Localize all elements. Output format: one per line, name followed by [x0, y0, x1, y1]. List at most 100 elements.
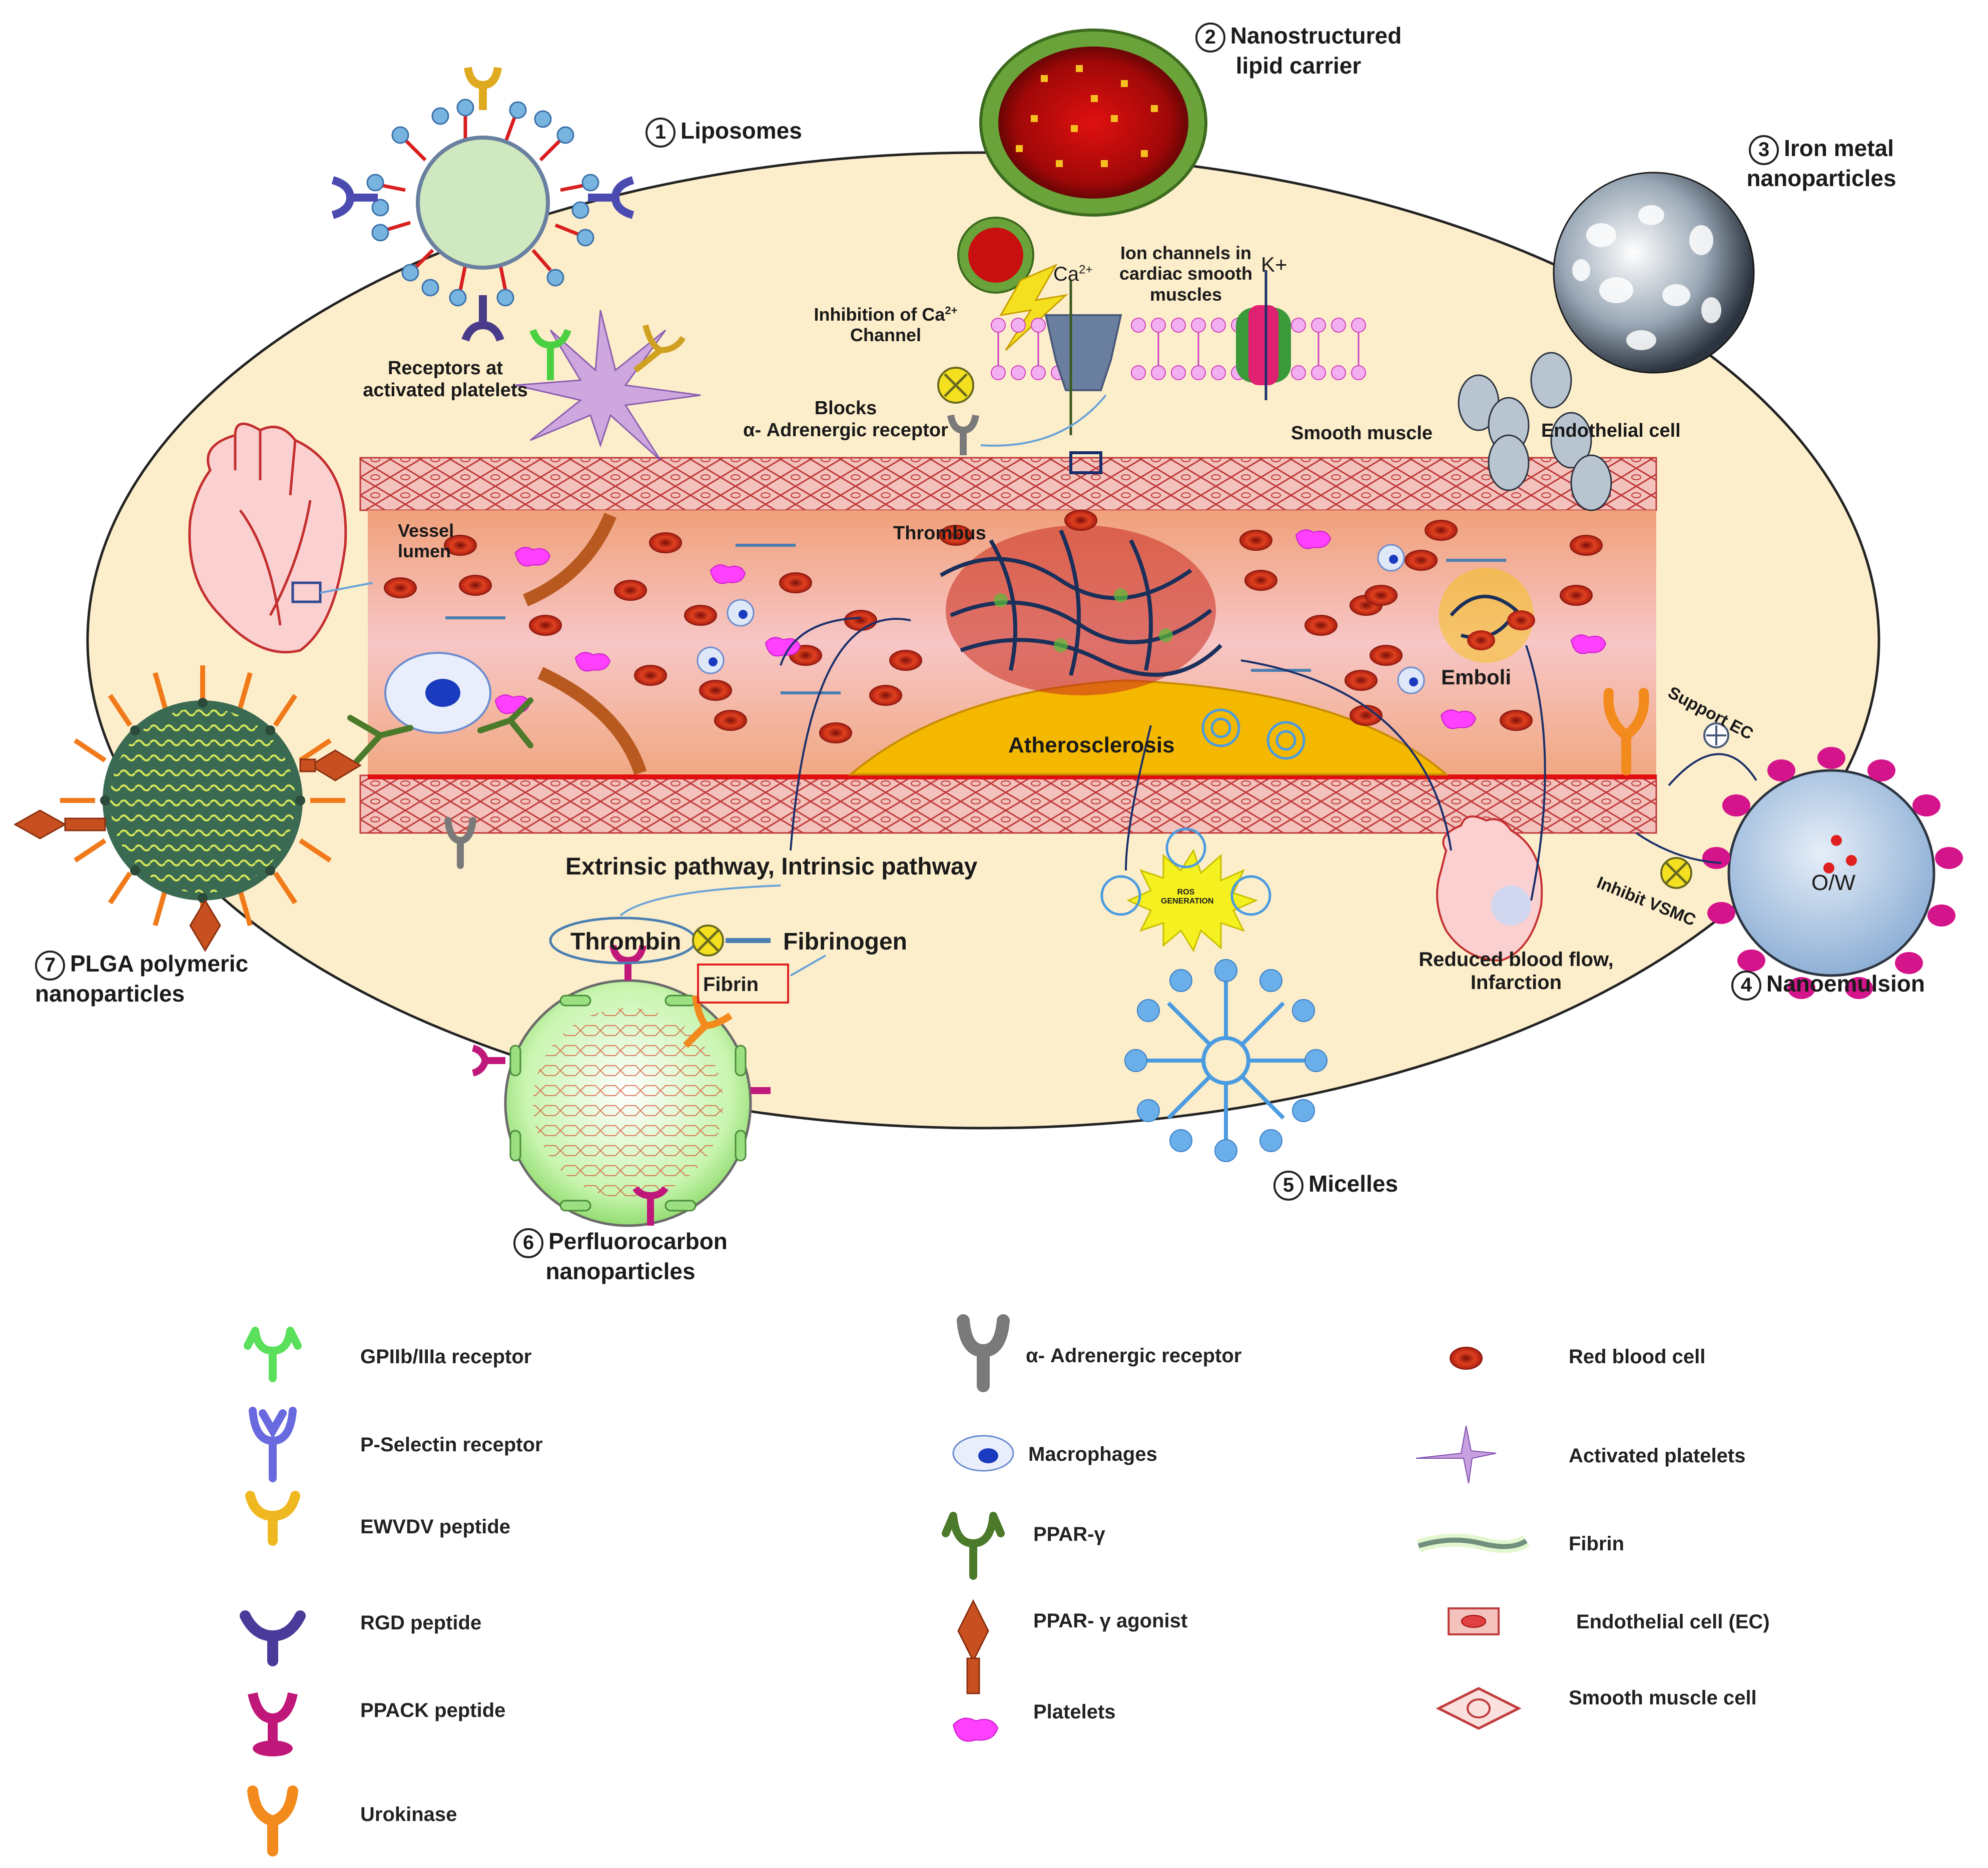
legend-ppar-agonist: PPAR- γ agonist — [1033, 1610, 1188, 1632]
legend-ppar-gamma: PPAR-γ — [1033, 1523, 1105, 1545]
p-selectin-receptor-icon — [249, 1407, 297, 1482]
label-reduced-flow: Reduced blood flow, Infarction — [1419, 949, 1614, 994]
red-blood-cell-icon — [1450, 1347, 1483, 1370]
lumen-micelles — [1201, 708, 1305, 760]
label-fibrin: Fibrin — [703, 974, 759, 996]
ppar-gamma-agonist-icon — [957, 1599, 989, 1694]
label-k-ion: K+ — [1261, 253, 1287, 276]
iron-nanoparticle-small — [1458, 352, 1612, 511]
membrane-inset-box — [1069, 451, 1102, 474]
ewvdv-peptide-icon — [245, 1491, 300, 1546]
legend-smooth-muscle-cell: Smooth muscle cell — [1569, 1687, 1757, 1709]
micelle-particle — [1146, 981, 1306, 1141]
red-blood-cells — [384, 510, 1603, 743]
macrophage-cell — [384, 652, 491, 734]
pathway-to-thrombin-arrow — [619, 884, 781, 916]
legend-ewvdv: EWVDV peptide — [360, 1516, 511, 1538]
heart-arrow — [320, 582, 373, 594]
number-4: 4 — [1731, 971, 1761, 1001]
support-ec-plus-icon — [1703, 722, 1729, 748]
platelet-icon — [952, 1717, 999, 1742]
label-ros: ROS GENERATION — [1161, 888, 1214, 906]
ppar-gamma-receptor-macrophage — [347, 697, 533, 766]
legend-platelets: Platelets — [1033, 1701, 1116, 1723]
label-fibrinogen: Fibrinogen — [783, 928, 907, 955]
legend-icons — [240, 1314, 1530, 1856]
vessel-wall-top — [359, 457, 1657, 511]
legend-rgd: RGD peptide — [360, 1612, 482, 1634]
label-ca-ion: Ca2+ — [1053, 263, 1093, 285]
legend-macrophages: Macrophages — [1028, 1443, 1157, 1465]
label-pathway: Extrinsic pathway, Intrinsic pathway — [565, 853, 978, 880]
smooth-muscle-cell-icon — [1436, 1687, 1522, 1730]
plga-nanoparticle — [13, 665, 362, 952]
vessel-valve — [522, 512, 616, 606]
label-vessel-lumen: Vessel lumen — [398, 520, 454, 562]
inhibit-x-icon-thrombin — [692, 924, 724, 957]
gpiib-receptor-on-platelet — [529, 329, 571, 380]
label-smooth-muscle: Smooth muscle — [1291, 423, 1433, 444]
iron-nanoparticle — [1553, 172, 1755, 374]
k-channel — [1236, 305, 1291, 385]
number-6: 6 — [513, 1228, 544, 1258]
alpha-adrenergic-receptor-icon — [957, 1314, 1010, 1392]
ca-channel — [1044, 314, 1122, 391]
liposome-particle — [331, 67, 634, 342]
inhibit-x-icon-vsmc — [1660, 857, 1692, 889]
legend-rbc: Red blood cell — [1569, 1346, 1706, 1368]
ppar-gamma-icon — [942, 1512, 1005, 1580]
heart-illustration-infarct — [1436, 815, 1543, 962]
legend-gpiib: GPIIb/IIIa receptor — [360, 1346, 532, 1368]
legend-endothelial-cell: Endothelial cell (EC) — [1576, 1611, 1770, 1633]
label-blocks: Blocks α- Adrenergic receptor — [743, 398, 948, 441]
label-ion-channels: Ion channels in cardiac smooth muscles — [1119, 243, 1253, 305]
ppack-peptide-icon — [248, 1692, 298, 1756]
legend-ppack: PPACK peptide — [360, 1699, 506, 1721]
alpha-adrenergic-receptor-top — [947, 414, 979, 455]
fibrin-box — [697, 964, 789, 1004]
support-ec-arrow — [1668, 753, 1757, 786]
fibrinogen-to-fibrin-arrow — [790, 955, 826, 977]
label-endothelial-cell: Endothelial cell — [1541, 420, 1681, 441]
legend-activated-platelets: Activated platelets — [1569, 1445, 1746, 1467]
blood-vessel — [347, 457, 1657, 869]
endothelial-cell-icon — [1448, 1607, 1500, 1635]
alpha-adrenergic-receptor-wall — [444, 817, 476, 869]
ros-burst — [1100, 827, 1271, 953]
membrane-link-arrow — [980, 394, 1107, 447]
macrophage-icon — [952, 1435, 1014, 1472]
label-atherosclerosis: Atherosclerosis — [1008, 733, 1175, 757]
urokinase-receptor — [1603, 688, 1649, 775]
number-5: 5 — [1273, 1171, 1303, 1201]
ewvdv-receptor-on-platelet — [633, 324, 686, 373]
legend-fibrin: Fibrin — [1569, 1533, 1625, 1555]
legend-urokinase: Urokinase — [360, 1803, 457, 1825]
pathway-arrows — [780, 617, 1546, 901]
number-7: 7 — [35, 951, 65, 981]
inhibit-vsmc-arrow — [1635, 832, 1722, 864]
number-2: 2 — [1195, 23, 1225, 53]
label-thrombin: Thrombin — [570, 928, 682, 955]
number-3: 3 — [1749, 135, 1779, 165]
legend-p-selectin: P-Selectin receptor — [360, 1434, 543, 1456]
label-emboli: Emboli — [1441, 665, 1512, 689]
label-ow: O/W — [1811, 870, 1855, 895]
thrombus — [939, 525, 1222, 695]
rgd-peptide-icon — [240, 1610, 306, 1666]
label-thrombus: Thrombus — [893, 523, 986, 544]
vessel-valve — [537, 667, 647, 775]
emboli-clot — [1439, 568, 1535, 663]
number-1: 1 — [645, 118, 676, 148]
nanoemulsion-particle — [1702, 747, 1963, 999]
urokinase-icon — [247, 1785, 298, 1856]
nlc-particle — [979, 29, 1207, 217]
label-receptors-platelets: Receptors at activated platelets — [363, 358, 528, 401]
inhibit-x-icon-top — [937, 367, 974, 404]
